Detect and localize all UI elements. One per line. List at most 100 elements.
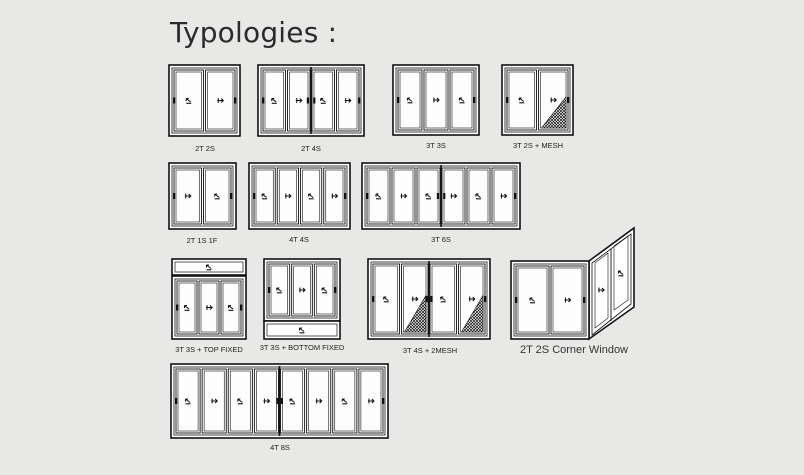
arrow-icon [271, 97, 277, 104]
corner-side-frame [588, 226, 635, 341]
glass [360, 370, 382, 432]
glass [175, 169, 200, 223]
arrow-icon [367, 398, 375, 404]
glass [368, 169, 389, 223]
handle-icon [253, 193, 256, 199]
corner-front-face [510, 260, 590, 340]
arrow-icon [440, 296, 446, 303]
caption-3t-4s-2mesh: 3T 4S + 2MESH [402, 346, 458, 355]
inner-frame [171, 67, 238, 134]
handle-icon [240, 304, 243, 311]
handle-icon [382, 398, 385, 404]
arrow-icon [617, 270, 624, 277]
inner-frame [174, 278, 244, 337]
handle-icon [276, 398, 279, 404]
glass [334, 370, 356, 432]
handle-icon [173, 97, 176, 104]
arrow-icon [227, 304, 234, 311]
arrow-icon [598, 287, 605, 293]
mesh-panel [540, 96, 567, 129]
inner-frame [171, 165, 234, 227]
inner-frame [266, 261, 338, 319]
inner-frame [504, 67, 571, 133]
window-2t-4s [257, 64, 365, 137]
caption-2t-1s-1f: 2T 1S 1F [186, 236, 218, 245]
arrow-icon [475, 193, 481, 200]
glass [399, 71, 421, 129]
glass [308, 370, 330, 432]
fixed-glass [174, 261, 244, 273]
arrow-icon [411, 296, 419, 302]
window-2t-2s [168, 64, 241, 137]
glass [255, 169, 274, 223]
window-3t-4s-2mesh [367, 258, 491, 340]
glass [517, 267, 548, 333]
handle-icon [334, 287, 337, 293]
arrow-icon [406, 97, 413, 104]
arrow-icon [185, 97, 192, 104]
window-3t-3s-bottom-fixed [263, 320, 341, 340]
handle-icon [366, 193, 369, 199]
inner-frame [395, 67, 477, 133]
caption-2t-2s-corner-window: 2T 2S Corner Window [519, 344, 629, 356]
corner-side-glass [613, 235, 629, 311]
handle-icon [473, 97, 476, 103]
arrow-icon [550, 97, 558, 103]
arrow-icon [321, 287, 328, 294]
window-3t-2s-mesh [501, 64, 574, 136]
arrow-icon [185, 398, 191, 405]
window-3t-3s-top-fixed-slider [171, 275, 247, 340]
window-2t-1s-1f [168, 162, 237, 230]
arrow-icon [184, 193, 192, 199]
arrow-icon [237, 398, 243, 405]
arrow-icon [433, 97, 440, 103]
arrow-icon [375, 193, 381, 200]
arrow-icon [284, 193, 292, 199]
caption-4t-4s: 4T 4S [289, 235, 309, 244]
handle-icon [372, 296, 375, 302]
window-4t-4s [248, 162, 351, 230]
handle-icon [397, 97, 400, 103]
glass [425, 71, 447, 129]
glass [552, 267, 583, 333]
arrow-icon [299, 287, 306, 293]
handle-icon [176, 304, 179, 311]
glass [325, 169, 344, 223]
handle-icon [358, 97, 361, 104]
arrow-icon [183, 304, 190, 311]
window-3t-3s-top-fixed [171, 258, 247, 276]
handle-icon [484, 296, 487, 302]
handle-icon [268, 287, 271, 293]
glass [207, 71, 234, 130]
handle-icon [175, 398, 178, 404]
caption-2t-2s: 2T 2S [195, 144, 215, 153]
inner-frame [251, 165, 348, 227]
handle-icon [436, 193, 440, 199]
shutter [332, 368, 358, 434]
glass [222, 282, 240, 333]
arrow-icon [289, 398, 296, 405]
glass [451, 71, 473, 129]
handle-icon [313, 97, 316, 104]
handle-icon [515, 297, 518, 303]
glass [493, 169, 514, 223]
glass [177, 370, 199, 432]
handle-icon [280, 398, 283, 404]
arrow-icon [529, 297, 535, 304]
glass [302, 169, 321, 223]
handle-icon [234, 97, 237, 104]
glass [468, 169, 489, 223]
caption-3t-3s-bottom-fixed: 3T 3S + BOTTOM FIXED [259, 343, 345, 352]
glass [229, 370, 251, 432]
arrow-icon [217, 98, 225, 103]
glass [203, 370, 225, 432]
glass [178, 282, 196, 333]
glass [200, 282, 218, 333]
window-2t-2s-corner [588, 226, 635, 341]
handle-icon [344, 193, 347, 199]
handle-icon [425, 296, 428, 302]
arrow-icon [518, 97, 525, 104]
glass [293, 265, 311, 315]
